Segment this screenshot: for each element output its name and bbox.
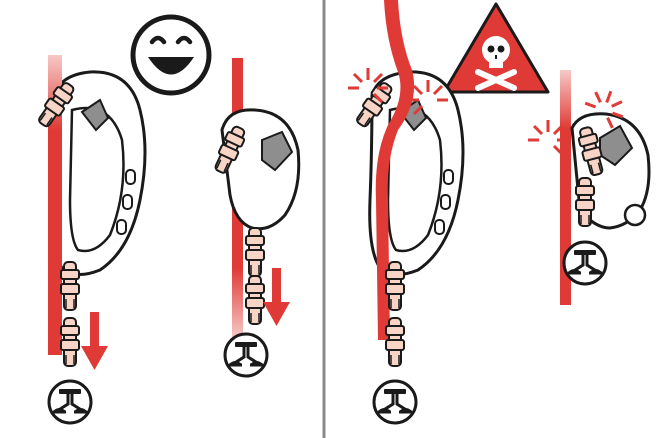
rope-4 [560,70,571,305]
down-arrow-icon [263,268,290,326]
connector-1-bottom [60,261,80,311]
panel-correct-use [34,14,301,425]
panel-incorrect-use [346,0,651,425]
connector-1-bottom-2 [60,317,80,367]
rope-1 [48,55,62,355]
harness-seat-icon [562,240,608,286]
harness-seat-icon [223,332,269,378]
connector-3-bottom [385,261,405,311]
harness-seat-icon [372,379,418,425]
rope-3 [375,0,415,340]
harness-seat-icon [47,379,93,425]
belay-device-1 [50,70,147,276]
down-arrow-icon [81,312,108,370]
connector-3-bottom-2 [385,317,405,367]
connector-2-bottom-2 [245,275,265,325]
skull-crossbones-warning-icon [442,2,550,94]
connector-2-bottom [245,227,265,277]
smiling-face-icon [130,14,212,96]
connector-4-bottom [575,177,595,227]
